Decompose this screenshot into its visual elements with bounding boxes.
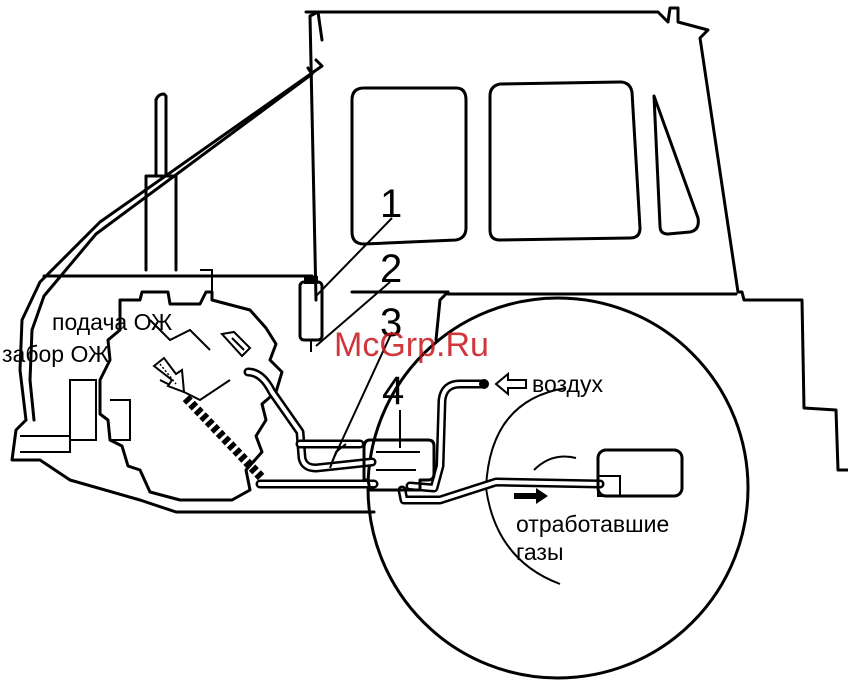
coolant-intake-label: забор ОЖ [2, 341, 109, 367]
exhaust-label-line2: газы [516, 539, 564, 565]
coolant-supply-arrow [222, 332, 250, 356]
fuel-tank [598, 450, 682, 496]
coolant-supply-label: подача ОЖ [52, 309, 172, 335]
solid-arrow-right-icon [514, 488, 548, 504]
hollow-arrow-left-icon [496, 374, 526, 394]
part-1-label: 1 [380, 182, 402, 226]
stack [146, 94, 176, 270]
part-2-label: 2 [380, 247, 402, 291]
part-1-component [300, 276, 322, 352]
cab-windows [352, 82, 698, 244]
coolant-pipes [248, 372, 374, 484]
part-4-label: 4 [382, 369, 404, 413]
air-label: воздух [532, 371, 603, 397]
watermark: McGrp.Ru [334, 326, 489, 364]
engine [20, 270, 282, 500]
exhaust-label-line1: отработавшие [516, 511, 669, 537]
coolant-intake-arrow [154, 358, 184, 392]
